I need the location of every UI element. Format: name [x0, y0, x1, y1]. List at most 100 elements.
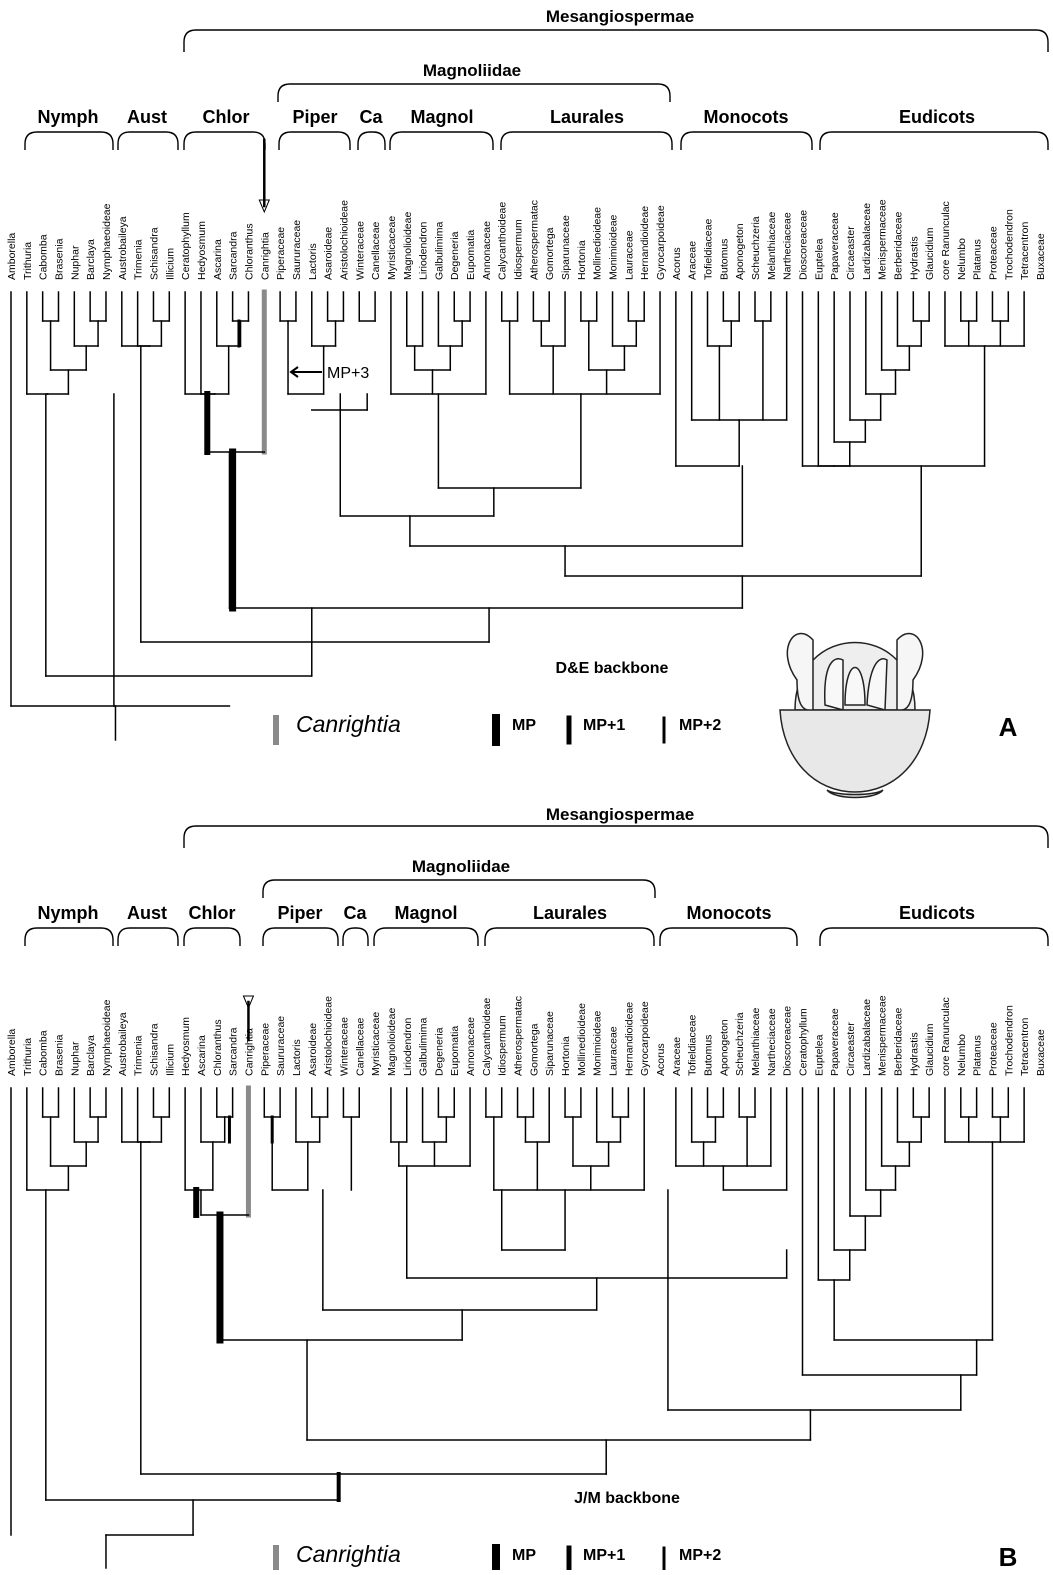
legend-mp2-a: MP+2 — [679, 717, 721, 734]
flower-stamen-right — [896, 632, 924, 712]
taxon-label: Chloranthus — [243, 223, 255, 280]
group-label-aust-b: Aust — [127, 903, 167, 923]
taxon-label: Myristicaceae — [386, 216, 398, 280]
taxon-label: Illicium — [164, 1044, 176, 1076]
taxon-label: Proteaceae — [987, 226, 999, 280]
taxon-label: Calycanthoideae — [497, 202, 509, 280]
taxon-label: Eupteleа — [813, 238, 825, 280]
taxon-label: Mollinedioideae — [576, 1003, 588, 1076]
taxon-label: Atherospermatac — [513, 996, 525, 1076]
legend-genus-b: Canrightia — [296, 1541, 401, 1567]
taxon-label: Myristicaceae — [370, 1012, 382, 1076]
taxon-label: Papaveraceae — [829, 212, 841, 280]
taxon-label: Nelumbo — [956, 238, 968, 280]
group-label-monocots-b: Monocots — [687, 903, 772, 923]
taxon-label: Gyrocarpoideae — [655, 205, 667, 280]
taxon-label: Gomortega — [544, 227, 556, 280]
taxon-label: Hedyosmum — [180, 1017, 192, 1076]
legend-mp1-a: MP+1 — [583, 717, 625, 734]
legend-mp-a: MP — [512, 717, 536, 734]
clade-brace-magnoliidae — [262, 879, 656, 898]
taxon-label: Cabomba — [38, 1030, 50, 1076]
taxon-label: Galbulimima — [433, 221, 445, 280]
taxon-label: Hernandioideae — [623, 1002, 635, 1076]
taxon-label: Butomus — [703, 1035, 715, 1076]
clade-brace-magnol — [373, 927, 479, 946]
panel-b: Mesangiospermae Magnoliidae Nymph Aust C… — [37, 805, 1018, 1572]
clade-brace-aust — [117, 927, 179, 946]
taxon-label: Euptelea — [813, 1034, 825, 1076]
taxon-label: Idiospermum — [513, 219, 525, 280]
taxon-label: Magnolioideae — [402, 212, 414, 280]
taxon-label: Eupomatia — [449, 1026, 461, 1076]
backbone-label-b: J/M backbone — [574, 1490, 680, 1507]
subgroup-label-a: Magnoliidae — [423, 61, 521, 80]
taxon-label: Tetracentron — [1019, 221, 1031, 280]
taxon-label: Canellaceae — [370, 221, 382, 280]
taxon-label: core Ranunculac — [940, 201, 952, 280]
taxon-label: Chloranthus — [212, 1019, 224, 1076]
legend-genus-a: Canrightia — [296, 711, 401, 737]
flower-stamen-left — [786, 632, 814, 712]
taxon-label: Austrobaileya — [117, 216, 129, 280]
flower-perianth-cup — [779, 709, 931, 793]
group-label-eudicots-a: Eudicots — [899, 107, 975, 127]
taxon-label: Hedyosmum — [196, 221, 208, 280]
taxon-label: Ascarina — [212, 239, 224, 280]
taxon-label: Dioscoreaceae — [798, 210, 810, 280]
taxon-label: Nymphaeoideae — [101, 203, 113, 280]
group-label-laurales-b: Laurales — [533, 903, 607, 923]
taxon-label: Glaucidium — [924, 227, 936, 280]
group-label-piper-b: Piper — [277, 903, 322, 923]
taxon-label: Lactoris — [291, 1039, 303, 1076]
taxon-label: Schisandra — [148, 227, 160, 280]
taxon-label: Gyrocarpoideae — [639, 1001, 651, 1076]
clade-brace-monocots — [680, 131, 813, 150]
clade-brace-nymph — [24, 927, 114, 946]
flower-base — [826, 789, 884, 799]
taxon-label: Piperaceae — [259, 1023, 271, 1076]
taxon-label: Scheuchzeria — [750, 216, 762, 280]
taxon-label: Illicium — [164, 248, 176, 280]
clade-brace-ca — [357, 131, 386, 150]
taxon-label: Lardizabalaceae — [861, 203, 873, 280]
taxon-label: Ascarina — [196, 1035, 208, 1076]
taxon-label: Aponogeton — [718, 1019, 730, 1076]
taxon-label: Scheuchzeria — [734, 1012, 746, 1076]
taxon-label: Magnolioideae — [386, 1008, 398, 1076]
taxon-label: Trimenia — [133, 1035, 145, 1076]
taxon-label: Proteaceae — [987, 1022, 999, 1076]
group-label-magnol-b: Magnol — [395, 903, 458, 923]
taxon-label: Platanus — [972, 1035, 984, 1076]
taxon-label: Canrightia — [259, 232, 271, 280]
group-label-magnol-a: Magnol — [411, 107, 474, 127]
taxon-label: Buxaceae — [1035, 233, 1047, 280]
taxon-label: Nartheciaceae — [766, 1008, 778, 1076]
taxon-label: Galbulimima — [418, 1017, 430, 1076]
clade-brace-ca — [342, 927, 369, 946]
taxon-label: Degeneria — [449, 231, 461, 280]
taxon-label: Lactoris — [307, 243, 319, 280]
taxon-label: Winteraceae — [354, 221, 366, 280]
panel-a: Mesangiospermae Magnoliidae Nymph Aust C… — [37, 7, 1017, 742]
group-label-chlor-b: Chlor — [189, 903, 236, 923]
taxon-label: Brasenia — [53, 238, 65, 280]
taxon-label: Aristolochioideae — [323, 996, 335, 1076]
taxon-label: Nartheciaceae — [782, 212, 794, 280]
clade-brace-nymph — [24, 131, 114, 150]
taxon-label: Araceae — [687, 241, 699, 280]
taxon-label: Atherospermatac — [528, 200, 540, 280]
legend-mp1-b: MP+1 — [583, 1547, 625, 1564]
clade-brace-aust — [117, 131, 179, 150]
taxon-label: Mollinedioideae — [592, 207, 604, 280]
taxon-label: Hydrastis — [908, 1032, 920, 1076]
taxon-label: Trithuria — [22, 242, 34, 280]
taxon-label: Monimioideae — [608, 214, 620, 280]
taxon-label: Nymphaeoideae — [101, 999, 113, 1076]
supergroup-label-b: Mesangiospermae — [546, 805, 694, 824]
taxon-label: Melanthiaceae — [750, 1008, 762, 1076]
panel-letter-b: B — [999, 1542, 1018, 1570]
taxon-label: Annonaceae — [481, 221, 493, 280]
legend-mp-b: MP — [512, 1547, 536, 1564]
